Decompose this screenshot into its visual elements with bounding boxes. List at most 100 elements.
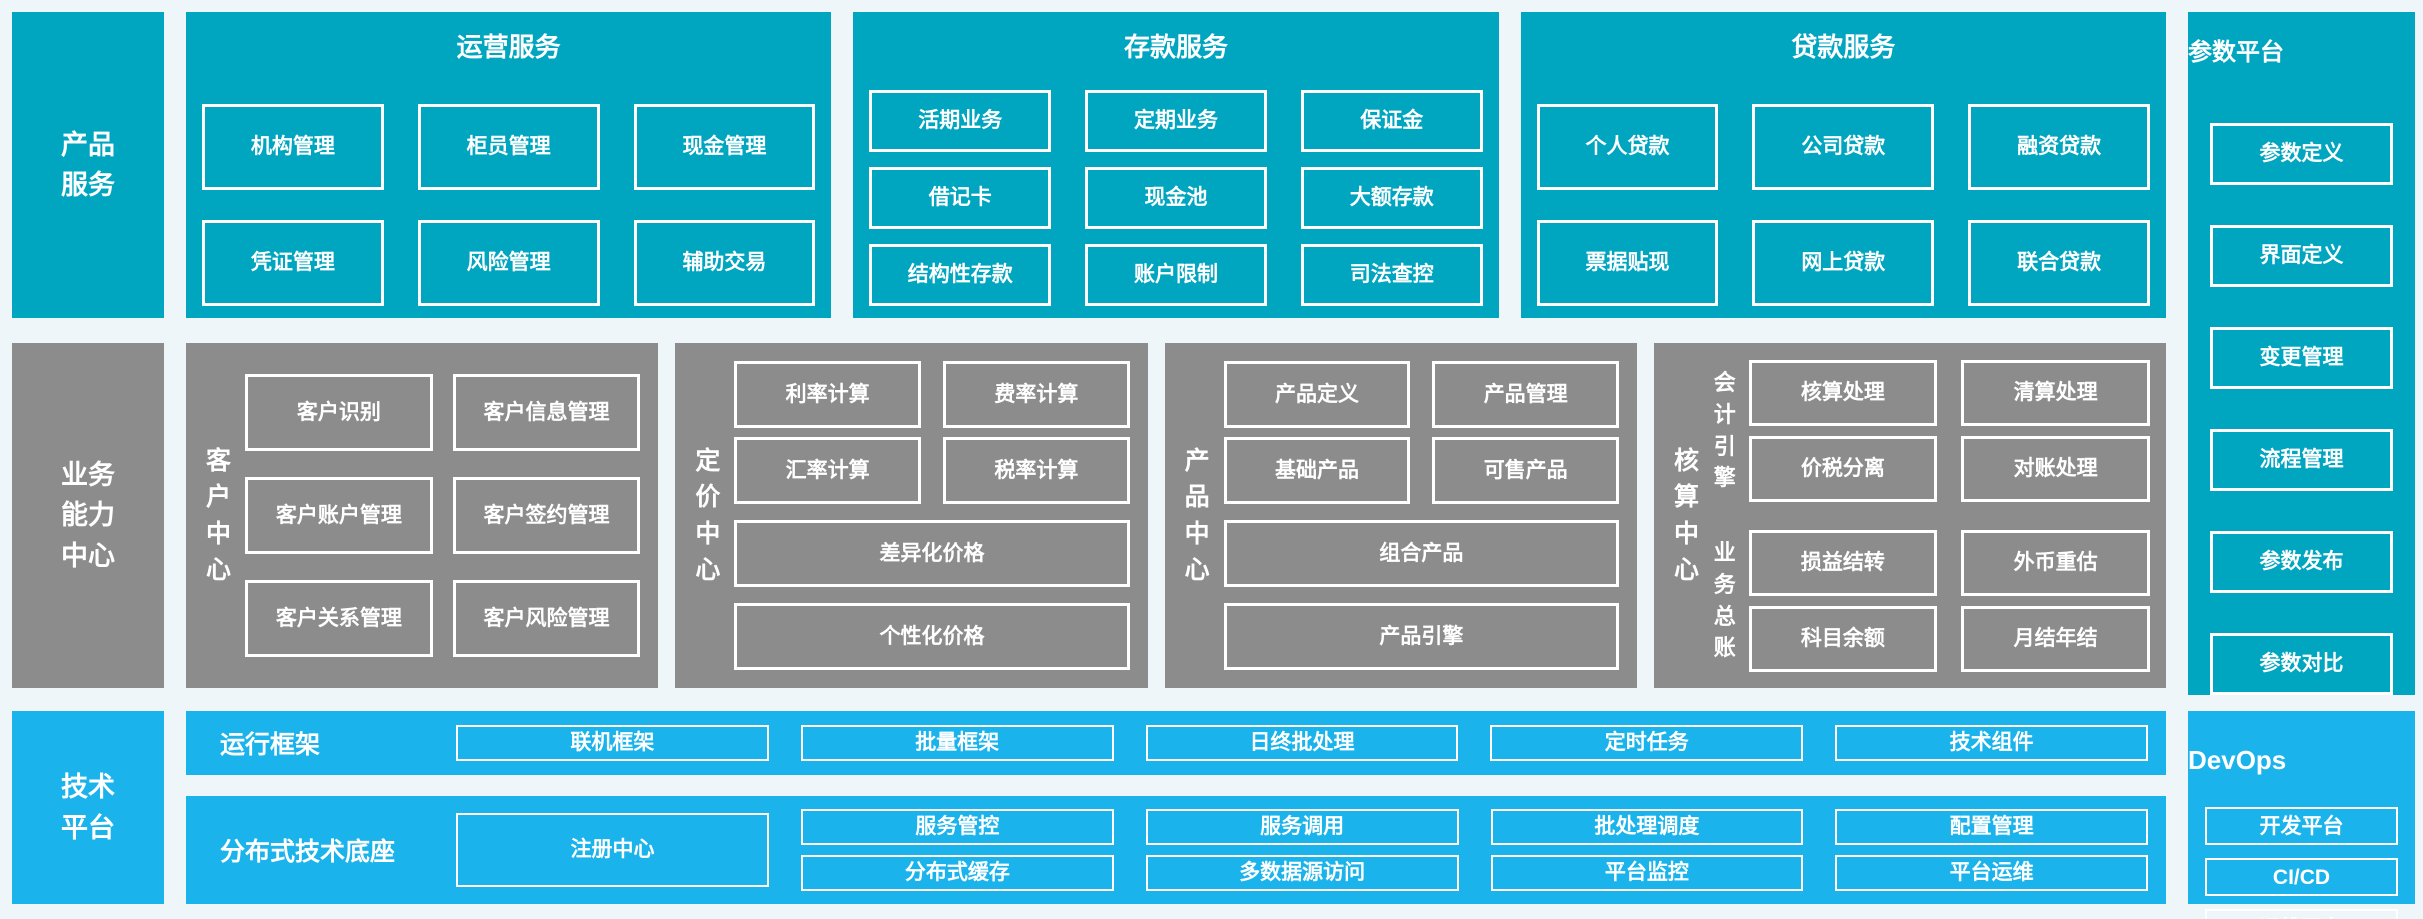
capability-box-wide: 组合产品 — [1223, 520, 1620, 587]
pricing-center-grid: 利率计算 费率计算 汇率计算 税率计算 差异化价格 个性化价格 — [732, 357, 1131, 674]
service-box: 流程管理 — [2210, 428, 2393, 491]
pricing-pair-grid: 利率计算 费率计算 汇率计算 税率计算 — [734, 361, 1130, 504]
capability-box: 基础产品 — [1223, 437, 1411, 504]
service-box: 辅助交易 — [633, 220, 816, 306]
loan-title: 贷款服务 — [1791, 32, 1896, 62]
service-box: 个人贷款 — [1536, 104, 1719, 190]
service-box: 参数定义 — [2210, 122, 2393, 185]
devops-panel: DevOps 开发平台 CI/CD 运维平台 — [2188, 711, 2415, 919]
service-box: 风险管理 — [417, 220, 600, 306]
operations-title: 运营服务 — [456, 32, 561, 62]
distributed-base-label: 分布式技术底座 — [220, 838, 396, 866]
accounting-groups: 会计引擎 核算处理 清算处理 价税分离 对账处理 业务总账 损益结转 外币重估 … — [1711, 357, 2150, 674]
accounting-center-title: 核算中心 — [1674, 447, 1700, 584]
service-box: 联合贷款 — [1968, 220, 2150, 306]
distributed-base-col: 服务管控 分布式缓存 — [801, 809, 1114, 891]
parameter-platform-list: 参数定义 界面定义 变更管理 流程管理 参数发布 参数对比 — [2188, 87, 2415, 695]
capability-box: 损益结转 — [1748, 529, 1938, 596]
deposit-grid: 活期业务 定期业务 保证金 借记卡 现金池 大额存款 结构性存款 账户限制 司法… — [853, 64, 1498, 306]
tech-box: 联机框架 — [456, 725, 769, 761]
tech-box: 批处理调度 — [1490, 809, 1804, 845]
capability-box-wide: 产品引擎 — [1223, 603, 1620, 670]
tech-box: 运维平台 — [2205, 909, 2398, 919]
service-box: 融资贷款 — [1968, 104, 2150, 190]
tech-box: 技术组件 — [1835, 725, 2148, 761]
runtime-framework-bar: 运行框架 联机框架 批量框架 日终批处理 定时任务 技术组件 — [186, 711, 2166, 775]
service-box: 柜员管理 — [417, 104, 600, 190]
service-box: 借记卡 — [869, 167, 1052, 229]
capability-box: 客户风险管理 — [452, 580, 641, 657]
service-box: 现金管理 — [633, 104, 816, 190]
distributed-base-col: 配置管理 平台运维 — [1835, 809, 2148, 891]
capability-box-wide: 个性化价格 — [734, 603, 1130, 670]
registry-center-box: 注册中心 — [456, 813, 769, 887]
product-services-label-text: 产品服务 — [61, 129, 115, 201]
service-box: 票据贴现 — [1536, 220, 1719, 306]
tech-box: 服务调用 — [1145, 809, 1459, 845]
business-ledger-label: 业务总账 — [1713, 539, 1736, 661]
service-box: 参数发布 — [2210, 530, 2393, 593]
loan-panel: 贷款服务 个人贷款 公司贷款 融资贷款 票据贴现 网上贷款 联合贷款 — [1520, 12, 2166, 318]
accounting-engine-grid: 核算处理 清算处理 价税分离 对账处理 — [1748, 359, 2150, 502]
business-ledger-grid: 损益结转 外币重估 科目余额 月结年结 — [1748, 529, 2150, 672]
operations-panel: 运营服务 机构管理 柜员管理 现金管理 凭证管理 风险管理 辅助交易 — [186, 12, 832, 318]
tech-box: 服务管控 — [801, 809, 1114, 845]
pricing-center-title: 定价中心 — [695, 447, 721, 584]
service-box: 活期业务 — [869, 90, 1052, 152]
service-box: 公司贷款 — [1752, 104, 1935, 190]
business-capability-label: 业务能力中心 — [12, 343, 164, 688]
service-box: 定期业务 — [1085, 90, 1267, 152]
tech-box: 日终批处理 — [1145, 725, 1459, 761]
distributed-base-grid: 服务管控 分布式缓存 服务调用 多数据源访问 批处理调度 平台监控 配置管理 平… — [801, 809, 2148, 891]
capability-box-wide: 差异化价格 — [734, 520, 1130, 587]
tech-box: 定时任务 — [1490, 725, 1804, 761]
service-box: 账户限制 — [1085, 244, 1267, 306]
product-center-panel: 产品中心 产品定义 产品管理 基础产品 可售产品 组合产品 产品引擎 — [1164, 343, 1638, 688]
service-box: 界面定义 — [2210, 224, 2393, 287]
accounting-engine-label: 会计引擎 — [1713, 369, 1736, 491]
service-box: 现金池 — [1085, 167, 1267, 229]
deposit-title: 存款服务 — [1123, 32, 1228, 62]
tech-box: 平台运维 — [1835, 855, 2148, 891]
service-box: 结构性存款 — [869, 244, 1052, 306]
business-ledger-group: 业务总账 损益结转 外币重估 科目余额 月结年结 — [1711, 529, 2150, 672]
tech-platform-label: 技术平台 — [12, 711, 164, 904]
devops-title: DevOps — [2188, 744, 2287, 775]
distributed-base-bar: 分布式技术底座 注册中心 服务管控 分布式缓存 服务调用 多数据源访问 批处理调… — [186, 796, 2166, 904]
capability-box: 产品管理 — [1432, 361, 1620, 428]
distributed-base-col: 服务调用 多数据源访问 — [1145, 809, 1459, 891]
capability-box: 费率计算 — [943, 361, 1130, 428]
deposit-panel: 存款服务 活期业务 定期业务 保证金 借记卡 现金池 大额存款 结构性存款 账户… — [853, 12, 1499, 318]
capability-box: 产品定义 — [1223, 361, 1411, 428]
service-box: 网上贷款 — [1752, 220, 1935, 306]
capability-box: 外币重估 — [1961, 529, 2150, 596]
accounting-center-panel: 核算中心 会计引擎 核算处理 清算处理 价税分离 对账处理 业务总账 损益结转 … — [1654, 343, 2166, 688]
distributed-base-col: 批处理调度 平台监控 — [1490, 809, 1804, 891]
capability-box: 可售产品 — [1432, 437, 1620, 504]
tech-box: 批量框架 — [800, 725, 1114, 761]
tech-box: 配置管理 — [1835, 809, 2148, 845]
capability-box: 客户信息管理 — [452, 374, 641, 451]
capability-box: 对账处理 — [1961, 435, 2150, 502]
product-services-label: 产品服务 — [12, 12, 164, 318]
business-capability-label-text: 业务能力中心 — [61, 459, 115, 571]
runtime-framework-label: 运行框架 — [220, 731, 321, 759]
capability-box: 科目余额 — [1748, 605, 1938, 672]
capability-box: 清算处理 — [1961, 359, 2150, 426]
customer-center-title: 客户中心 — [205, 447, 231, 584]
tech-box: CI/CD — [2205, 858, 2398, 897]
tech-box: 多数据源访问 — [1145, 855, 1459, 891]
capability-box: 利率计算 — [734, 361, 922, 428]
capability-box: 客户关系管理 — [245, 580, 433, 657]
service-box: 司法查控 — [1300, 244, 1483, 306]
customer-center-grid: 客户识别 客户信息管理 客户账户管理 客户签约管理 客户关系管理 客户风险管理 — [243, 357, 642, 674]
tech-platform-label-text: 技术平台 — [61, 772, 115, 843]
capability-box: 价税分离 — [1748, 435, 1938, 502]
service-box: 保证金 — [1300, 90, 1483, 152]
devops-list: 开发平台 CI/CD 运维平台 — [2188, 797, 2415, 919]
product-pair-grid: 产品定义 产品管理 基础产品 可售产品 — [1223, 361, 1620, 504]
capability-box: 核算处理 — [1748, 359, 1938, 426]
customer-center-panel: 客户中心 客户识别 客户信息管理 客户账户管理 客户签约管理 客户关系管理 客户… — [186, 343, 659, 688]
capability-box: 税率计算 — [943, 437, 1130, 504]
